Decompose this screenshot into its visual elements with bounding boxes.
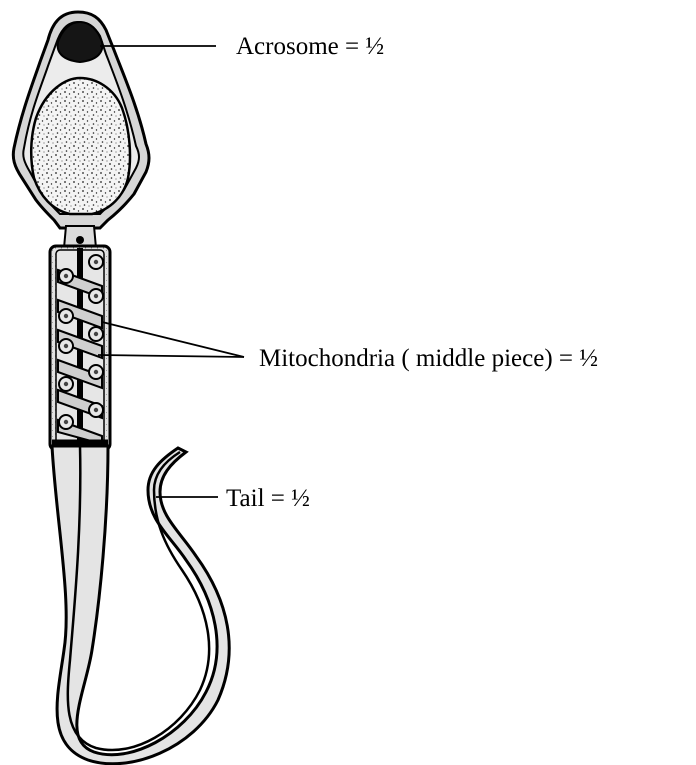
mitochondria-label: Mitochondria ( middle piece) = ½ bbox=[259, 346, 598, 371]
mito-leader-2 bbox=[98, 355, 244, 357]
sperm-head bbox=[13, 12, 149, 248]
centriole bbox=[76, 236, 84, 244]
nucleus bbox=[31, 78, 130, 214]
tail bbox=[52, 446, 229, 764]
tail-label: Tail = ½ bbox=[226, 486, 310, 511]
middle-piece bbox=[50, 246, 110, 450]
acrosome-label: Acrosome = ½ bbox=[236, 34, 384, 59]
mito-leader-1 bbox=[102, 322, 244, 357]
